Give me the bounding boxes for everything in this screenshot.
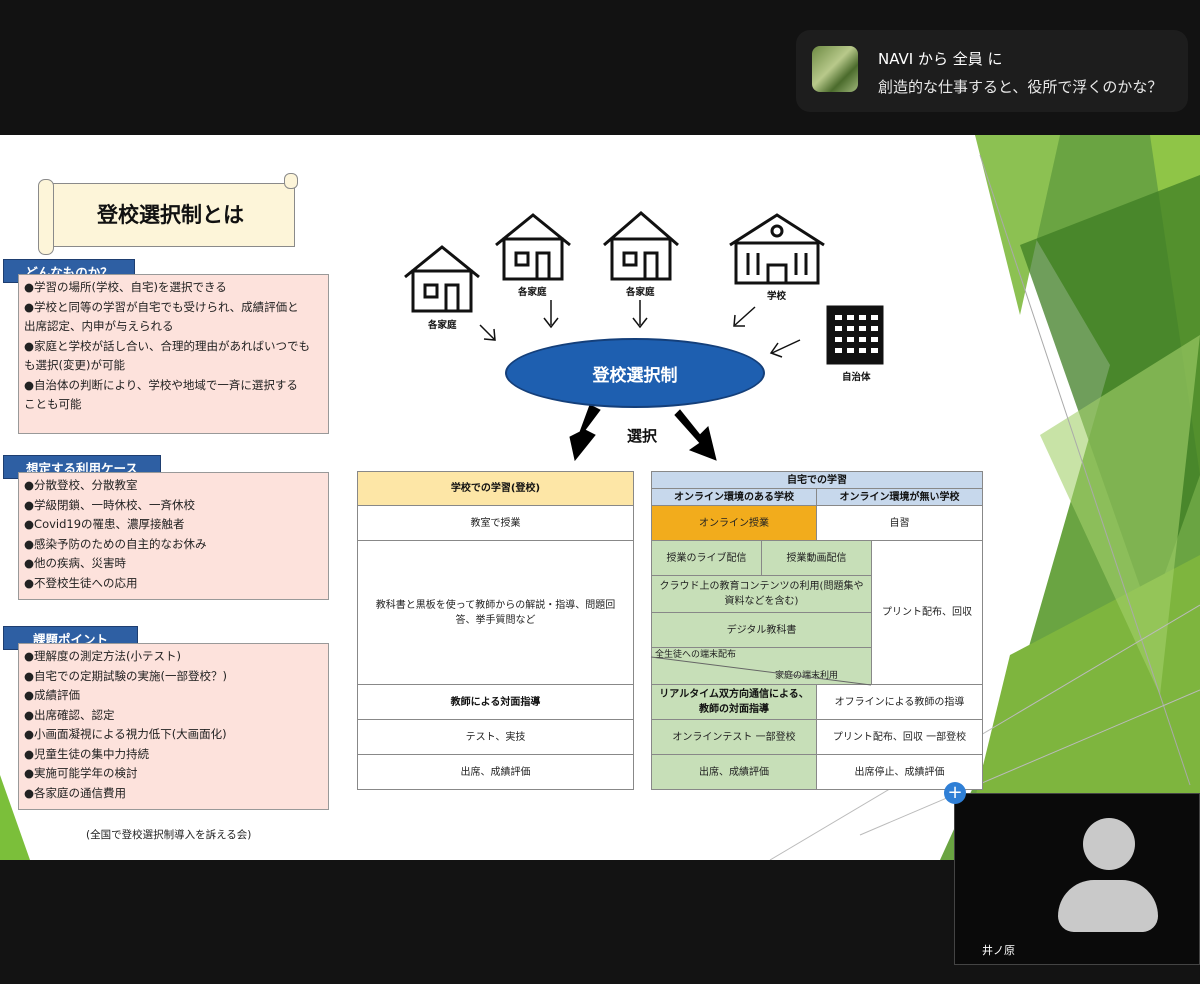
section-box: ●分散登校、分散教室 ●学級閉鎖、一時休校、一斉休校 ●Covid19の罹患、濃… <box>18 472 329 600</box>
person-avatar-icon <box>1083 818 1135 870</box>
list-item: ことも可能 <box>24 397 82 411</box>
school-header: 学校での学習(登校) <box>357 471 634 506</box>
print-cell: プリント配布、回収 <box>871 540 983 685</box>
chat-notification[interactable]: NAVI から 全員 に 創造的な仕事すると、役所で浮くのかな？ <box>796 30 1188 112</box>
label-municipality: 自治体 <box>842 372 871 383</box>
house-icon <box>404 245 480 313</box>
slide-decoration <box>0 135 1200 860</box>
school-cell: 出席、成績評価 <box>357 754 634 790</box>
scroll-roll <box>38 179 54 255</box>
participant-video[interactable] <box>954 793 1200 965</box>
live-cell: 授業のライブ配信 <box>651 540 762 576</box>
list-item: ●出席確認、認定 <box>24 707 115 722</box>
device-home-label: 家庭の端末利用 <box>775 671 839 681</box>
arrow-icon <box>479 300 801 358</box>
device-cell: 全生徒への端末配布 <box>651 647 872 685</box>
school-cell: 教科書と黒板を使って教師からの解説・指導、問題回答、挙手質問など <box>357 540 634 685</box>
school-icon <box>729 213 825 285</box>
label-school: 学校 <box>767 291 787 302</box>
list-item: ●小画面凝視による視力低下(大画面化) <box>24 727 227 741</box>
chat-message: 創造的な仕事すると、役所で浮くのかな？ <box>878 78 1163 96</box>
scroll-roll <box>284 173 298 189</box>
list-item: ●Covid19の罹患、濃厚接触者 <box>24 517 185 531</box>
section-box: ●学習の場所(学校、自宅)を選択できる ●学校と同等の学習が自宅でも受けられ、成… <box>18 274 329 434</box>
label-home: 各家庭 <box>626 287 655 298</box>
list-item: ●各家庭の通信費用 <box>24 785 127 800</box>
online-lesson-cell: オンライン授業 <box>651 505 817 541</box>
list-item: ●学級閉鎖、一時休校、一斉休校 <box>24 497 196 512</box>
footer-note: (全国で登校選択制導入を訴える会) <box>86 829 252 841</box>
section-box: ●理解度の測定方法(小テスト) ●自宅での定期試験の実施(一部登校？) ●成績評… <box>18 643 329 810</box>
device-all-label: 全生徒への端末配布 <box>655 650 737 660</box>
school-cell: 教師による対面指導 <box>357 684 634 720</box>
hub-ellipse: 登校選択制 <box>505 338 765 408</box>
video-cell: 授業動画配信 <box>761 540 872 576</box>
shared-slide: 登校選択制とは どんなものか？ ●学習の場所(学校、自宅)を選択できる ●学校と… <box>0 135 1200 860</box>
label-home: 各家庭 <box>428 320 457 331</box>
slide-title: 登校選択制とは <box>97 203 244 227</box>
list-item: ●感染予防のための自主的なお休み <box>24 536 207 551</box>
sender-avatar <box>812 46 858 92</box>
title-scroll <box>48 183 295 247</box>
list-item: ●成績評価 <box>24 688 81 702</box>
person-avatar-icon <box>1058 880 1158 932</box>
list-item: ●理解度の測定方法(小テスト) <box>24 649 182 663</box>
building-windows <box>835 315 878 353</box>
device-cell-divider <box>650 656 872 686</box>
list-item: 出席認定、内申が与えられる <box>24 319 174 333</box>
list-item: も選択(変更)が可能 <box>24 358 125 372</box>
list-item: ●不登校生徒への応用 <box>24 575 138 590</box>
house-icon <box>603 211 679 281</box>
list-item: ●自治体の判断により、学校や地域で一斉に選択する <box>24 377 298 392</box>
house-icon <box>495 213 571 281</box>
offline-teacher-cell: オフラインによる教師の指導 <box>816 684 983 720</box>
list-item: ●学習の場所(学校、自宅)を選択できる <box>24 280 227 294</box>
list-item: ●児童生徒の集中力持続 <box>24 746 150 761</box>
list-item: ●自宅での定期試験の実施(一部登校？) <box>24 668 228 683</box>
chat-sender: NAVI から 全員 に <box>878 50 1003 68</box>
participant-name: 井ノ原 <box>982 944 1015 957</box>
list-item: ●学校と同等の学習が自宅でも受けられ、成績評価と <box>24 299 299 314</box>
self-study-cell: 自習 <box>816 505 983 541</box>
list-item: ●実施可能学年の検討 <box>24 766 138 780</box>
select-label: 選択 <box>627 427 658 445</box>
label-home: 各家庭 <box>518 287 547 298</box>
list-item: ●分散登校、分散教室 <box>24 478 138 492</box>
select-arrow-icon <box>569 404 717 462</box>
list-item: ●家庭と学校が話し合い、合理的理由があればいつでも <box>24 338 311 353</box>
list-item: ●他の疾病、災害時 <box>24 556 127 570</box>
add-icon[interactable]: + <box>944 782 966 804</box>
